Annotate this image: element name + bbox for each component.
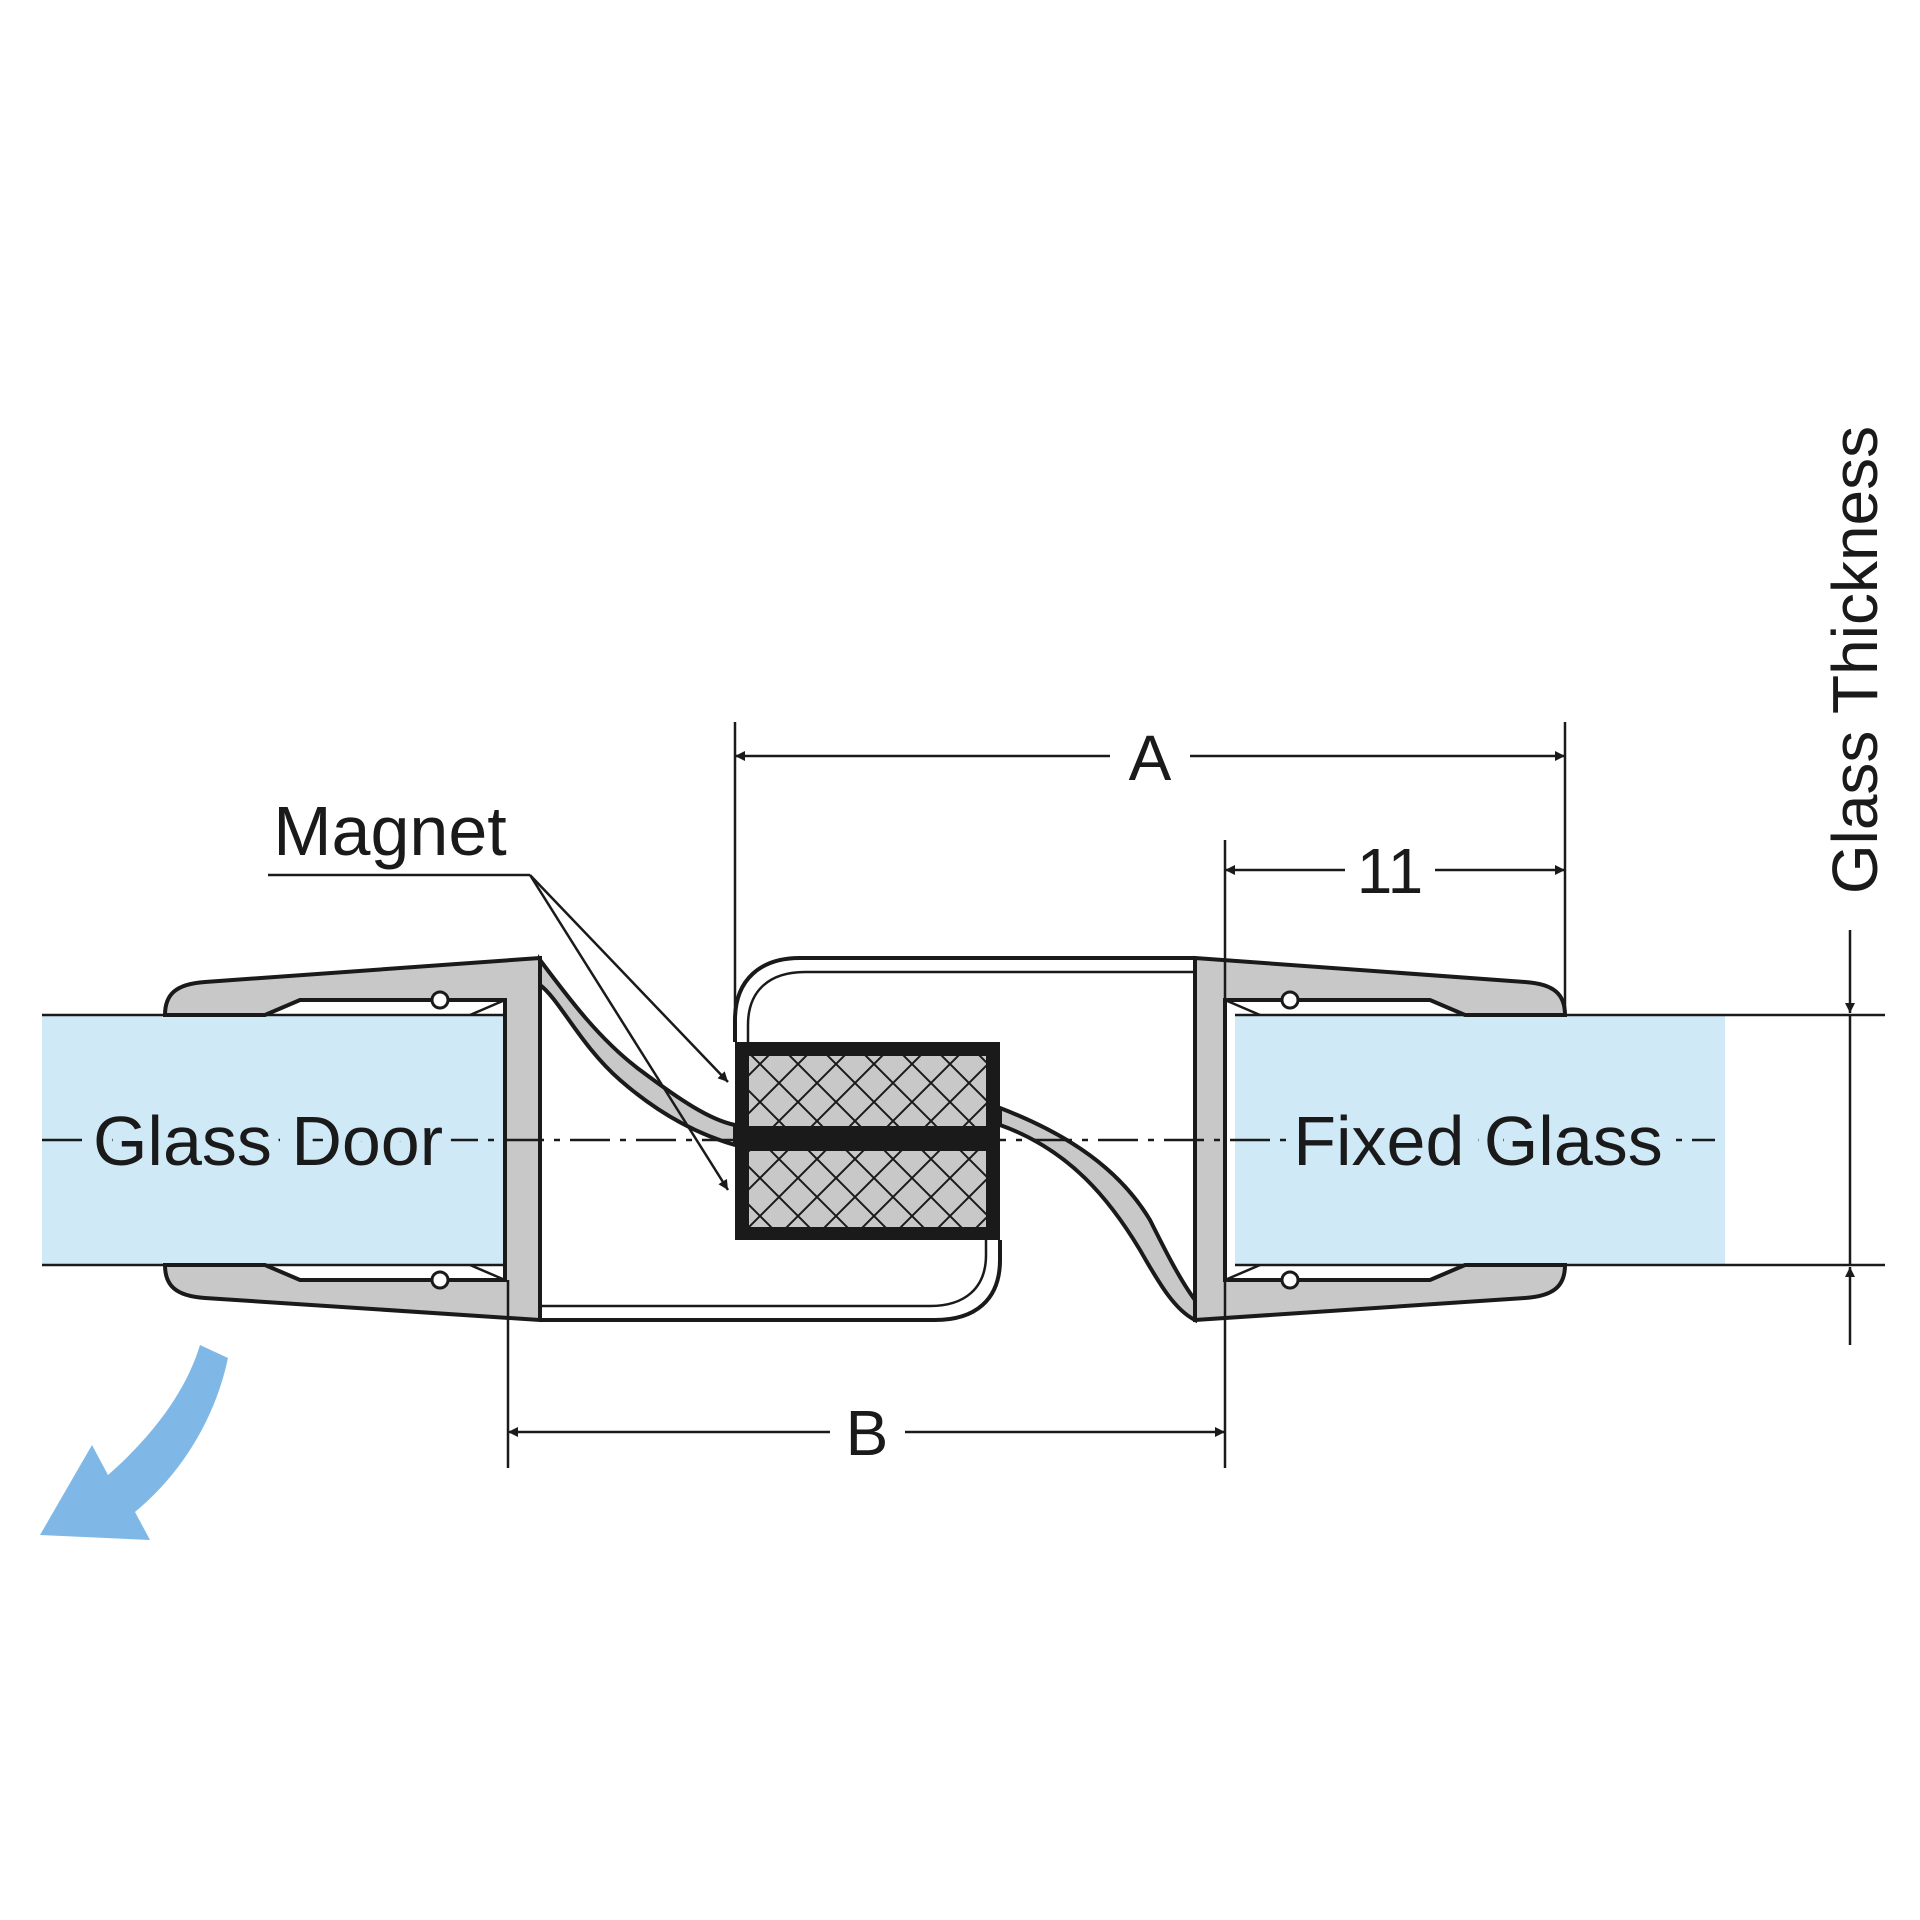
magnet-leader-2 bbox=[528, 874, 730, 1191]
dim-a-label: A bbox=[1129, 722, 1172, 794]
dim-11-label: 11 bbox=[1357, 835, 1423, 907]
magnet-frame-loop bbox=[733, 956, 1195, 1042]
magnet-lower bbox=[747, 1149, 988, 1229]
magnet-frame-bottom-inner bbox=[540, 1240, 988, 1308]
magnet-label: Magnet bbox=[273, 792, 506, 870]
magnet-upper bbox=[747, 1054, 988, 1128]
right-profile-groove-top bbox=[1280, 990, 1300, 1010]
left-profile-inner-lip bbox=[469, 998, 506, 1282]
left-profile-groove-bottom bbox=[430, 1270, 450, 1290]
glass-door-label: Glass Door bbox=[93, 1102, 443, 1180]
fixed-glass-label: Fixed Glass bbox=[1293, 1102, 1663, 1180]
right-profile-inner-lip bbox=[1224, 998, 1261, 1282]
magnet-frame-bottom bbox=[540, 1240, 1002, 1322]
dim-b-label: B bbox=[846, 1397, 889, 1469]
left-profile-groove-top bbox=[430, 990, 450, 1010]
magnet-frame-inner bbox=[746, 970, 1195, 1042]
right-profile-groove-bottom bbox=[1280, 1270, 1300, 1290]
right-seal-fin bbox=[998, 1105, 1197, 1324]
curved-arrow-icon bbox=[40, 1345, 228, 1540]
glass-thickness-label: Glass Thickness bbox=[1819, 426, 1891, 894]
magnet-leader-1 bbox=[529, 874, 729, 1083]
